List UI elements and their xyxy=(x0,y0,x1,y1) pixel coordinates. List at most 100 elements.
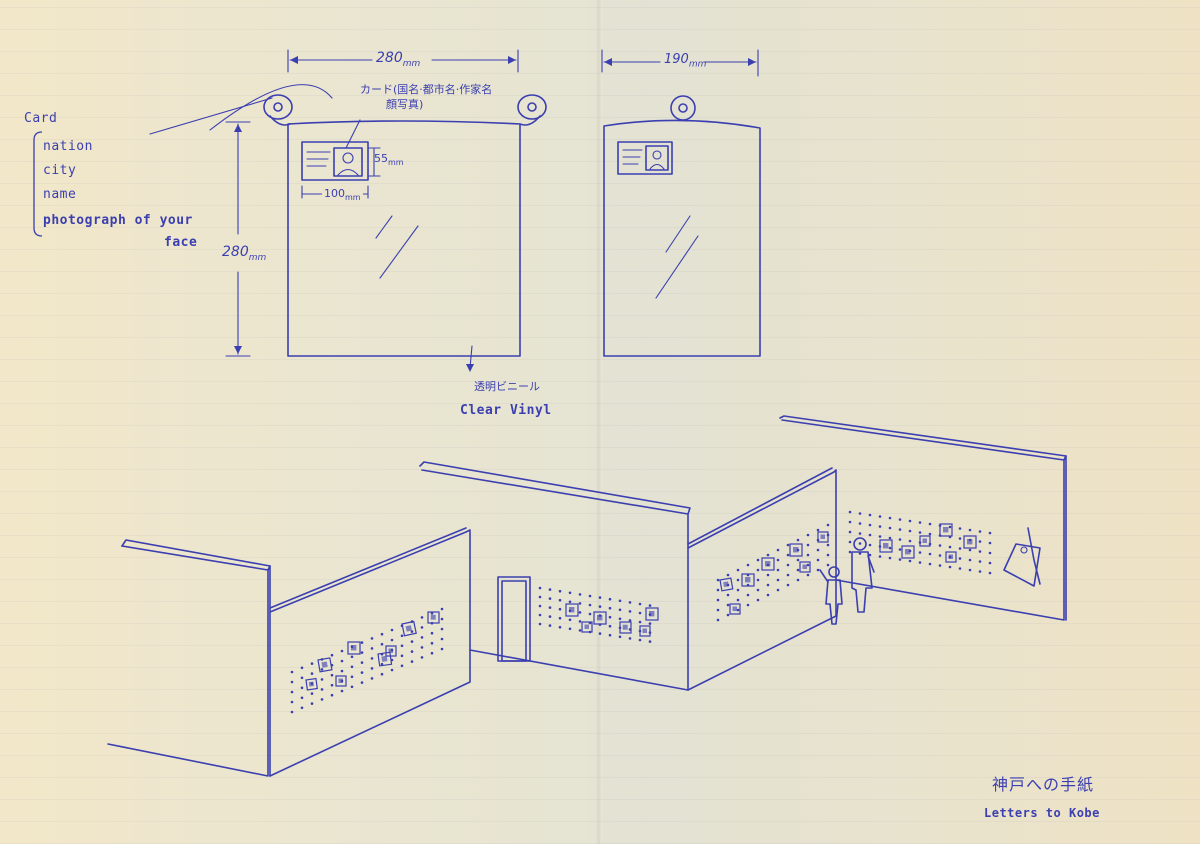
pin-dot xyxy=(756,558,760,562)
pin-dot xyxy=(310,672,314,675)
visitor-figures xyxy=(819,537,875,625)
pin-dot xyxy=(390,628,394,632)
pin-dot xyxy=(578,593,582,596)
pin-dot xyxy=(400,664,404,668)
pin-dot xyxy=(648,622,652,625)
pin-dot xyxy=(868,553,872,557)
pin-dot xyxy=(440,647,444,651)
pin-dot xyxy=(716,588,720,592)
pin-dot xyxy=(598,596,602,599)
pin-dot xyxy=(716,618,720,622)
pin-dot xyxy=(816,548,820,552)
pin-dot xyxy=(878,525,882,528)
pin-dot xyxy=(786,553,790,557)
pin-dot xyxy=(340,649,344,653)
card-width-label: 100mm xyxy=(322,187,363,203)
pin-dot xyxy=(948,525,952,529)
pin-dot xyxy=(736,578,740,582)
pin-dot xyxy=(608,615,612,619)
pin-dot xyxy=(908,559,912,563)
pin-dot xyxy=(360,651,364,654)
pin-dot xyxy=(420,616,424,619)
pin-dot xyxy=(928,522,932,526)
pin-dot xyxy=(290,710,294,714)
pin-dot xyxy=(826,563,830,567)
mini-bag xyxy=(347,641,361,655)
pin-dot xyxy=(538,613,542,617)
front-width-label: 280mm xyxy=(376,50,421,69)
mini-bag xyxy=(305,677,318,691)
pin-dot xyxy=(320,698,324,701)
pin-dot xyxy=(548,606,552,609)
card-legend-title: Card xyxy=(24,111,58,126)
pin-dot xyxy=(888,536,892,540)
pin-dot xyxy=(578,629,582,632)
pin-dot xyxy=(330,653,334,657)
pin-dot xyxy=(320,668,324,671)
pin-dot xyxy=(370,657,374,660)
mini-bag xyxy=(761,557,775,571)
pin-dot xyxy=(440,627,444,631)
mini-bag xyxy=(939,523,953,537)
front-vinyl-bag xyxy=(149,84,547,372)
pin-dot xyxy=(638,638,642,642)
pin-dot xyxy=(648,640,652,643)
pin-dot xyxy=(978,560,982,563)
pin-dot xyxy=(410,640,414,643)
large-tag xyxy=(1003,527,1041,587)
pin-dot xyxy=(988,561,992,565)
pin-dot xyxy=(568,618,572,622)
pin-dot xyxy=(340,669,344,673)
pin-dot xyxy=(330,683,334,687)
pin-dot xyxy=(908,529,912,533)
mini-bag xyxy=(581,621,593,633)
gallery-walls xyxy=(107,415,1067,777)
caption-jp: 神戸への手紙 xyxy=(992,775,1095,794)
pin-dot xyxy=(878,555,882,558)
pin-dot xyxy=(746,563,750,567)
pin-dot xyxy=(290,670,294,674)
mini-bag xyxy=(945,551,957,563)
pin-dot xyxy=(568,627,572,631)
pin-dot xyxy=(350,685,354,689)
pin-dot xyxy=(736,598,740,602)
pin-dot xyxy=(548,624,552,627)
mini-bag xyxy=(377,651,393,667)
pin-dot xyxy=(330,693,334,697)
pin-dot xyxy=(848,510,852,514)
pin-dot xyxy=(648,604,652,607)
vinyl-en-label: Clear Vinyl xyxy=(460,403,552,418)
pin-dot-grid xyxy=(290,510,992,714)
pin-dot xyxy=(888,526,892,530)
pin-dot xyxy=(958,537,962,540)
pin-dot xyxy=(786,583,790,587)
pin-dot xyxy=(848,520,852,524)
pin-dot xyxy=(918,521,922,524)
pin-dot xyxy=(746,603,750,607)
pin-dot xyxy=(618,608,622,612)
pin-dot xyxy=(558,625,562,629)
pin-dot xyxy=(628,619,632,622)
pin-dot xyxy=(360,641,364,644)
legend-item-nation: nation xyxy=(43,139,93,154)
pin-dot xyxy=(420,656,424,659)
pin-dot xyxy=(578,611,582,614)
pin-dot xyxy=(786,563,790,567)
mini-bag xyxy=(729,603,741,615)
pin-dot xyxy=(420,636,424,639)
pin-dot xyxy=(848,530,852,534)
pin-dot xyxy=(638,611,642,615)
pin-dot xyxy=(978,530,982,533)
pin-dot xyxy=(938,544,942,547)
card-height-label: 55mm xyxy=(374,152,404,168)
pin-dot xyxy=(330,673,334,677)
pin-dot xyxy=(628,637,632,640)
mini-bag xyxy=(385,645,397,657)
legend-item-face: face xyxy=(164,235,198,250)
pin-dot xyxy=(360,661,364,664)
pin-dot xyxy=(968,558,972,562)
pin-dot xyxy=(826,553,830,557)
pin-dot xyxy=(736,568,740,572)
